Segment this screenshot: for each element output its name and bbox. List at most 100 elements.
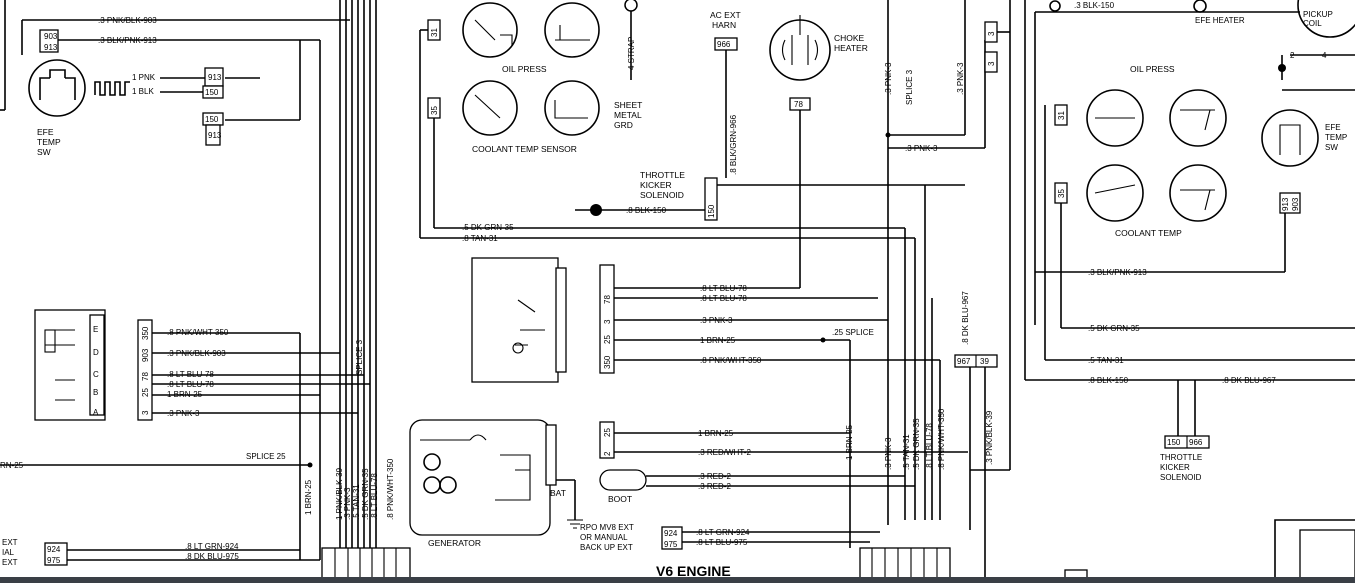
wire-label: .3 PNK/BLK-903: [98, 16, 157, 25]
wire-label: .3 BLK-150: [1074, 1, 1115, 10]
wire-label: .8 LT BLU-78: [925, 423, 934, 470]
window-bottom-bar: [0, 577, 1355, 583]
wire-label: .3 PNK/BLK-903: [167, 349, 226, 358]
wire-label: .5 TAN-31: [1088, 356, 1124, 365]
component-label: HARN: [712, 20, 736, 30]
terminal-label: 913: [44, 43, 58, 52]
wire-label: RN-25: [0, 461, 24, 470]
terminal-label: 78: [603, 295, 612, 304]
coolant-temp-sensor-icon: [1169, 164, 1227, 222]
component-label: GRD: [614, 120, 633, 130]
wire-label: .8 PNK/WHT-350: [937, 408, 946, 470]
terminal-label: 39: [980, 357, 989, 366]
wire-label: .8 PNK/WHT-350: [386, 458, 395, 520]
wire-label: .8 DK BLU-967: [961, 291, 970, 345]
relay-module: [471, 257, 559, 383]
component-label: METAL: [614, 110, 642, 120]
oil-press-sensor-icon: [1086, 89, 1144, 147]
wire-label: 1 PNK: [132, 73, 156, 82]
component-label: SHEET: [614, 100, 642, 110]
terminal-label: 913: [208, 73, 222, 82]
component-label: HEATER: [834, 43, 868, 53]
pickup-coil-icon: [1297, 0, 1355, 38]
terminal-label: 78: [141, 372, 150, 381]
wire-label: .5 DK GRN-35: [462, 223, 514, 232]
efe-temp-switch-icon: [1261, 109, 1319, 167]
terminal-label: 25: [603, 335, 612, 344]
center-section: OIL PRESS COOLANT TEMP SENSOR SHEET META…: [409, 0, 1011, 579]
splice-label: .25 SPLICE: [832, 328, 874, 337]
wire-label: .8 LT GRN-924: [696, 528, 750, 537]
terminal-label: 350: [603, 355, 612, 369]
engine-title: V6 ENGINE: [656, 563, 731, 579]
wire-label: .3 RED-2: [698, 482, 731, 491]
side-label: IAL: [2, 548, 15, 557]
terminal-903-913: [39, 29, 59, 53]
wire-label: .8 PNK/WHT-350: [700, 356, 762, 365]
terminal-label: 35: [1057, 189, 1066, 198]
wire-label: .8 BLK-150: [1088, 376, 1129, 385]
wire-label: .3 BLK/PNK-913: [1088, 268, 1147, 277]
terminal-label: 3: [141, 410, 150, 415]
wire-label: .3 PNK-3: [884, 62, 893, 95]
coolant-temp-sensor-icon: [1086, 164, 1144, 222]
wire-label: .8 BLK-150: [626, 206, 667, 215]
terminal-label: 2: [603, 451, 612, 456]
harness-connector: [321, 547, 411, 579]
wire-label: 1 PNK/BLK-39: [335, 467, 344, 520]
wire-label: .5 DK GRN-35: [912, 418, 921, 470]
terminal-label: 903: [44, 32, 58, 41]
component-label: COIL: [1303, 19, 1322, 28]
terminal-label: 903: [141, 348, 150, 362]
wire-label: 1 BLK: [132, 87, 154, 96]
terminal-label: 150: [205, 115, 219, 124]
terminal-label: 975: [47, 556, 61, 565]
oil-press-sensor-icon: [544, 2, 600, 58]
component-label: KICKER: [1160, 463, 1190, 472]
terminal-label: 2: [1290, 51, 1295, 60]
component-label: THROTTLE: [1160, 453, 1202, 462]
wire-label: .8 LT GRN-924: [185, 542, 239, 551]
wire-label: .8 LT BLU-78: [700, 284, 747, 293]
terminal-924-975-center: [661, 526, 683, 550]
connector-block: [599, 264, 615, 374]
wire-label: .3 RED-2: [698, 472, 731, 481]
coolant-temp-sensor-icon: [462, 80, 518, 136]
terminal-label: 31: [1057, 111, 1066, 120]
wire-label: .8 LT BLU-78: [370, 473, 379, 520]
efe-temp-switch-icon: [28, 59, 86, 117]
wire-label: 1 BRN-25: [700, 336, 736, 345]
component-label: EFE HEATER: [1195, 16, 1245, 25]
boot-connector-icon: [599, 469, 647, 491]
component-label: BACK UP EXT: [580, 543, 633, 552]
wire-label: .3 RED/WHT-2: [698, 448, 751, 457]
terminal-31: [1054, 104, 1068, 126]
terminal-box: [202, 85, 224, 99]
side-label: EXT: [2, 558, 18, 567]
component-label: CHOKE: [834, 33, 865, 43]
wire-label: .5 DK GRN-35: [1088, 324, 1140, 333]
wire-label: .8 LT BLU-975: [696, 538, 748, 547]
terminal-label: 966: [1189, 438, 1203, 447]
component-label: EFE: [37, 127, 54, 137]
terminal-label: 975: [664, 540, 678, 549]
component-label: SW: [1325, 143, 1338, 152]
terminal-label: 4: [1322, 51, 1327, 60]
wire-label: .3 PNK-3: [956, 62, 965, 95]
terminal-3: [984, 51, 998, 73]
terminal-924-975: [44, 542, 68, 566]
wire-label: .8 LT BLU-78: [167, 370, 214, 379]
wire-label: .3 PNK-3: [884, 437, 893, 470]
connector-pin: B: [93, 388, 98, 397]
wire-label: .3 PNK-3: [167, 409, 200, 418]
wire-label: 1 BRN-25: [698, 429, 734, 438]
terminal-label: 967: [957, 357, 971, 366]
right-section: .3 BLK-150 EFE HEATER PICKUP COIL 2 4 OI…: [1024, 0, 1355, 581]
wire-label: .8 LT BLU-78: [167, 380, 214, 389]
side-label: EXT: [2, 538, 18, 547]
oil-press-sensor-icon: [462, 2, 518, 58]
terminal-label: 3: [987, 61, 996, 66]
terminal-label: 78: [794, 100, 803, 109]
wire-label: 1 BRN-25: [845, 424, 854, 460]
terminal-label: 31: [430, 28, 439, 37]
